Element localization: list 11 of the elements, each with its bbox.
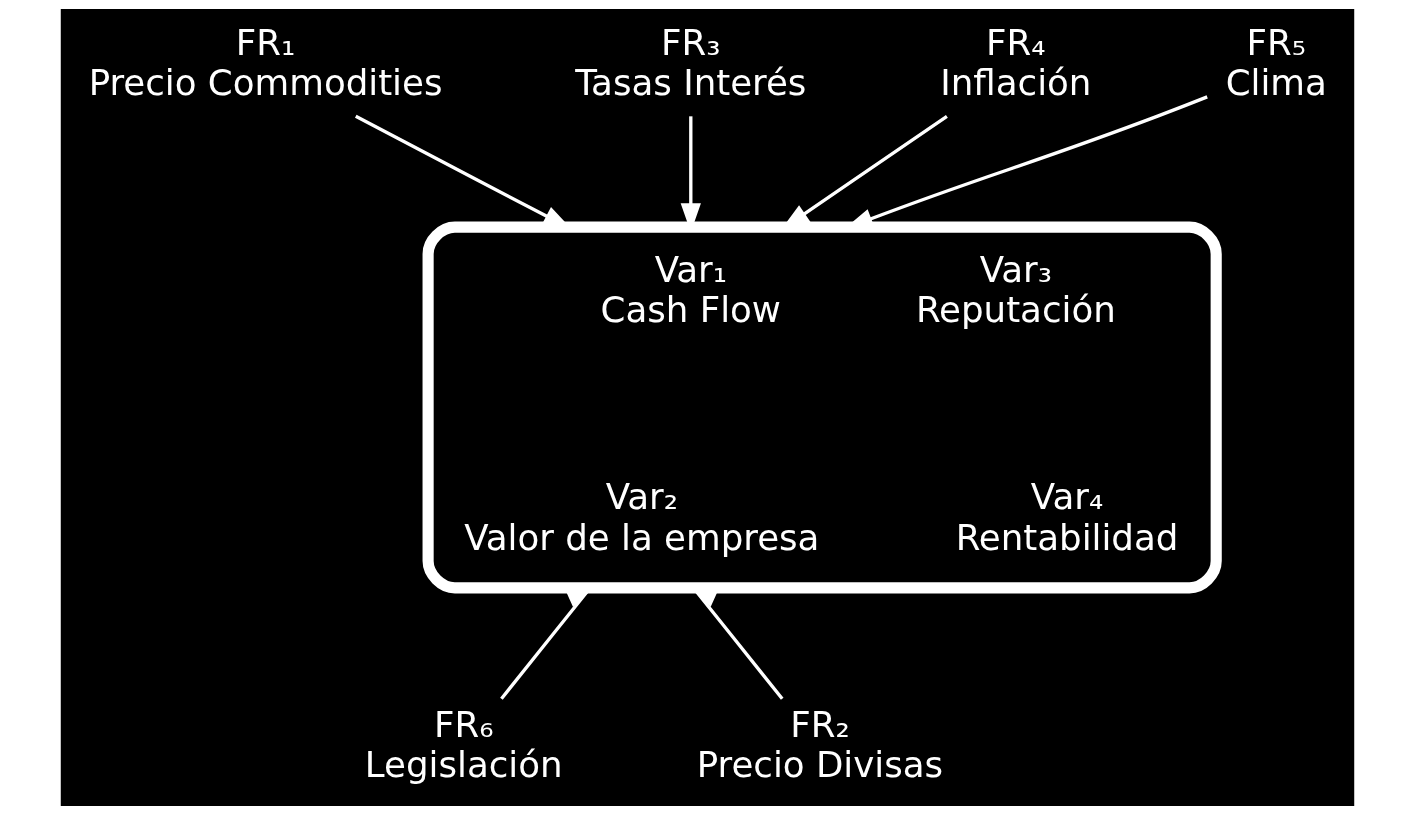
node-text: FR₅ Clima (1225, 21, 1327, 103)
cluster (422, 221, 1222, 593)
node-text: FR₆ Legislación (364, 703, 563, 785)
node-text: Var₄ Rentabilidad (955, 475, 1178, 558)
node-text: Var₃ Reputación (915, 248, 1116, 330)
node-text: FR₄ Inflación (939, 21, 1091, 103)
node-text: Var₁ Cash Flow (600, 248, 781, 330)
node-text: FR₂ Precio Divisas (696, 703, 943, 785)
node-text: FR₃ Tasas Interés (574, 21, 806, 103)
node-text: Var₂ Valor de la empresa (463, 475, 819, 558)
node-text: FR₁ Precio Commodities (88, 21, 442, 103)
